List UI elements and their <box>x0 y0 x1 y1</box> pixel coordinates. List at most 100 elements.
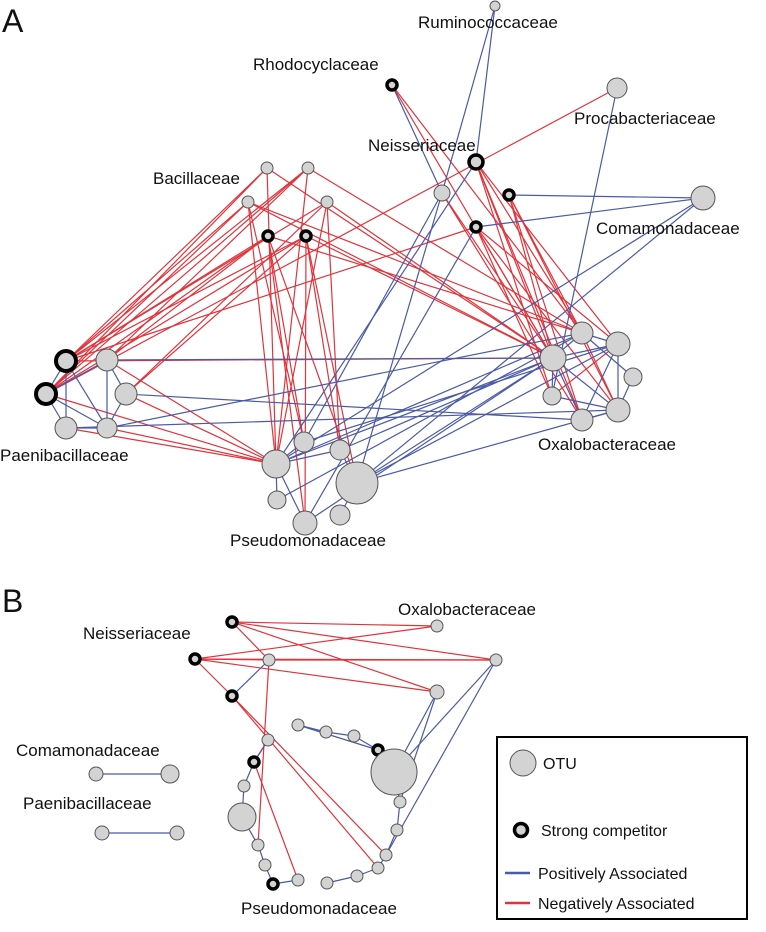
otu-node-bp17 <box>291 873 305 887</box>
otu-node-bp18 <box>320 876 334 890</box>
legend-box <box>496 736 748 920</box>
otu-node-bn3 <box>262 653 276 667</box>
otu-node-bp13 <box>379 848 393 862</box>
otu-node-p5 <box>54 416 78 440</box>
negative-edge-100 <box>231 621 438 627</box>
otu-node-ps3 <box>261 449 291 479</box>
positive-edge-18 <box>65 360 108 429</box>
negative-edge-15 <box>125 235 307 395</box>
positive-edge-53 <box>231 659 270 697</box>
otu-node-bac2 <box>301 161 315 175</box>
positive-edge-52 <box>275 197 704 465</box>
otu-node-ps2 <box>329 439 351 461</box>
label-a-comamonadaceae: Comamonadaceae <box>596 219 740 238</box>
negative-edge-106 <box>194 658 438 693</box>
positive-edge-0 <box>441 5 496 194</box>
positive-edge-21 <box>65 409 619 429</box>
negative-edge-53 <box>475 226 619 345</box>
otu-node-ps7 <box>329 504 351 526</box>
competitor-node-n3 <box>469 220 483 234</box>
otu-node-o1 <box>570 321 594 345</box>
negative-edge-16 <box>45 87 618 395</box>
competitor-node-n2 <box>502 188 516 202</box>
otu-node-bp5 <box>261 733 275 747</box>
positive-edge-4 <box>508 194 704 199</box>
positive-edge-61 <box>297 724 379 751</box>
otu-node-bo1 <box>430 619 444 633</box>
legend-competitor-symbol <box>512 821 530 839</box>
otu-node-ps6 <box>292 510 318 536</box>
negative-edge-47 <box>475 161 583 421</box>
otu-node-bp12 <box>251 838 265 852</box>
negative-edge-33 <box>267 235 306 524</box>
negative-edge-0 <box>65 167 268 362</box>
positive-edge-22 <box>125 393 583 421</box>
negative-edge-101 <box>231 621 497 661</box>
negative-edge-113 <box>253 761 299 881</box>
otu-node-bp11 <box>390 823 404 837</box>
label-a-bacillaceae: Bacillaceae <box>153 169 240 188</box>
negative-edge-59 <box>551 343 619 397</box>
negative-edge-22 <box>45 393 277 465</box>
negative-edge-42 <box>391 84 583 334</box>
positive-edge-56 <box>385 659 497 856</box>
otu-node-bp6 <box>370 748 418 796</box>
competitor-node-bn2 <box>188 652 202 666</box>
otu-node-proc <box>606 77 628 99</box>
otu-node-bac1 <box>260 161 274 175</box>
negative-edge-26 <box>247 201 305 443</box>
otu-node-bc2 <box>160 764 180 784</box>
otu-node-bpa1 <box>94 825 110 841</box>
negative-edge-4 <box>65 235 269 362</box>
negative-edge-107 <box>194 658 270 661</box>
negative-edge-109 <box>231 695 379 869</box>
negative-edge-39 <box>266 167 554 359</box>
label-b-neisseriaceae: Neisseriaceae <box>83 624 191 643</box>
negative-edge-60 <box>581 332 619 411</box>
panel-b-letter: B <box>2 583 23 619</box>
negative-edge-2 <box>65 201 249 362</box>
label-b-paenibacillaceae: Paenibacillaceae <box>23 794 152 813</box>
otu-node-bac4 <box>320 195 334 209</box>
competitor-node-bn1 <box>225 615 239 629</box>
competitor-node-bn4 <box>225 689 239 703</box>
legend: OTU Strong competitor Positively Associa… <box>496 736 748 920</box>
positive-edge-20 <box>106 357 554 361</box>
negative-edge-21 <box>125 393 277 465</box>
competitor-node-rho <box>385 78 399 92</box>
positive-edge-36 <box>275 357 554 465</box>
positive-edge-7 <box>356 192 443 484</box>
negative-edge-36 <box>247 201 554 359</box>
negative-edge-58 <box>441 192 583 421</box>
negative-edge-8 <box>45 167 309 395</box>
legend-competitor-label: Strong competitor <box>541 823 668 840</box>
negative-edge-35 <box>247 201 583 334</box>
negative-edge-19 <box>106 427 277 465</box>
otu-node-bp19 <box>350 869 364 883</box>
positive-edge-3 <box>551 87 618 397</box>
negative-edge-24 <box>275 167 309 465</box>
competitor-node-bp7 <box>247 755 261 769</box>
otu-node-ps1 <box>293 431 315 453</box>
negative-edge-25 <box>247 201 277 465</box>
negative-edge-41 <box>267 235 583 334</box>
competitor-node-comp2 <box>299 229 313 243</box>
positive-edge-9 <box>303 192 443 443</box>
negative-edge-34 <box>304 235 307 524</box>
otu-node-bp14 <box>258 858 272 872</box>
otu-node-bo3 <box>429 684 445 700</box>
positive-edge-8 <box>304 226 477 524</box>
otu-node-n1 <box>433 184 451 202</box>
otu-node-ps5 <box>267 490 287 510</box>
label-a-procabacteriaceae: Procabacteriaceae <box>574 109 716 128</box>
label-a-neisseriaceae: Neisseriaceae <box>368 136 476 155</box>
otu-node-o7 <box>605 397 631 423</box>
positive-edge-51 <box>356 197 704 484</box>
panel-a-letter: A <box>2 3 24 39</box>
otu-node-bp9 <box>237 779 251 793</box>
negative-edge-7 <box>45 167 268 395</box>
positive-edge-37 <box>275 332 583 465</box>
otu-node-p4 <box>114 382 138 406</box>
label-b-pseudomonadaceae: Pseudomonadaceae <box>241 899 397 918</box>
